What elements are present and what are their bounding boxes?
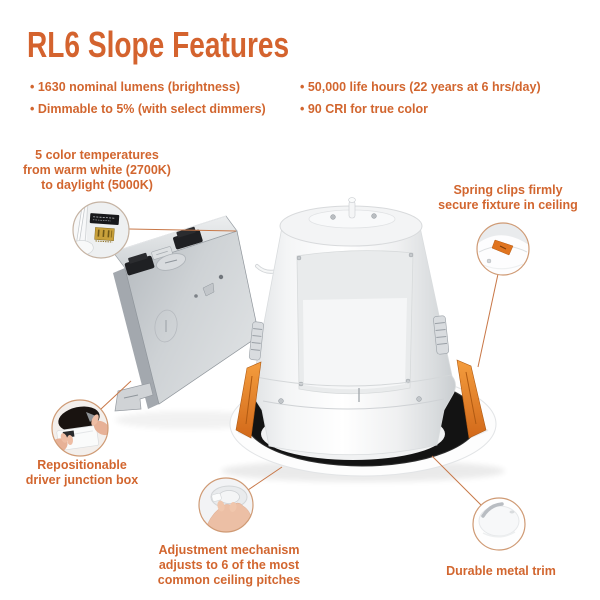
junction-box-shadow [115, 411, 265, 429]
callout-line-metal-trim [431, 455, 482, 506]
hand [93, 420, 108, 436]
mounting-tab [202, 282, 215, 297]
top-screw [330, 214, 336, 220]
callout-label-junction-box: Repositionable driver junction box [25, 458, 139, 487]
feature-bullets-left: • 1630 nominal lumens (brightness) • Dim… [30, 76, 266, 120]
callout-line-color-temps [128, 228, 237, 232]
mounting-foot [114, 382, 154, 412]
callout-line-adjustment [247, 466, 283, 491]
top-pin [348, 200, 356, 219]
ceiling-hole [58, 406, 100, 432]
wire-connector-port [173, 226, 203, 250]
callout-circle-color-temps [72, 201, 130, 259]
knockout [154, 309, 178, 343]
callout-label-metal-trim: Durable metal trim [446, 564, 556, 578]
feature-bullet: • 50,000 life hours (22 years at 6 hrs/d… [300, 80, 541, 94]
switch-label [89, 213, 120, 225]
feature-bullet: • 90 CRI for true color [300, 102, 429, 116]
top-screw [371, 213, 377, 219]
fixture-image [229, 197, 497, 477]
junction-box-image [112, 215, 260, 412]
callout-label-color-temps: 5 color temperatures from warm white (27… [23, 148, 171, 192]
feature-bullets-right: • 50,000 life hours (22 years at 6 hrs/d… [300, 76, 541, 120]
callout-circle-spring-clips [476, 222, 530, 276]
wire-connector-port [124, 252, 155, 276]
page-title: RL6 Slope Features [27, 24, 290, 65]
callout-label-spring-clips: Spring clips firmly secure fixture in ce… [438, 183, 578, 212]
callout-line-junction-box [100, 380, 132, 410]
callout-label-adjustment: Adjustment mechanism adjusts to 6 of the… [157, 543, 301, 587]
callout-line-spring-clips [477, 273, 499, 368]
callout-lines [100, 228, 499, 506]
callout-circle-metal-trim [472, 497, 526, 551]
callout-circle-adjustment [198, 477, 254, 533]
callout-circle-junction-box [51, 399, 109, 457]
spring-screw [248, 321, 264, 361]
color-temp-dip-switch [94, 227, 115, 243]
spring-screw [433, 315, 450, 355]
feature-bullet: • Dimmable to 5% (with select dimmers) [30, 102, 266, 116]
feature-bullet: • 1630 nominal lumens (brightness) [30, 80, 240, 94]
